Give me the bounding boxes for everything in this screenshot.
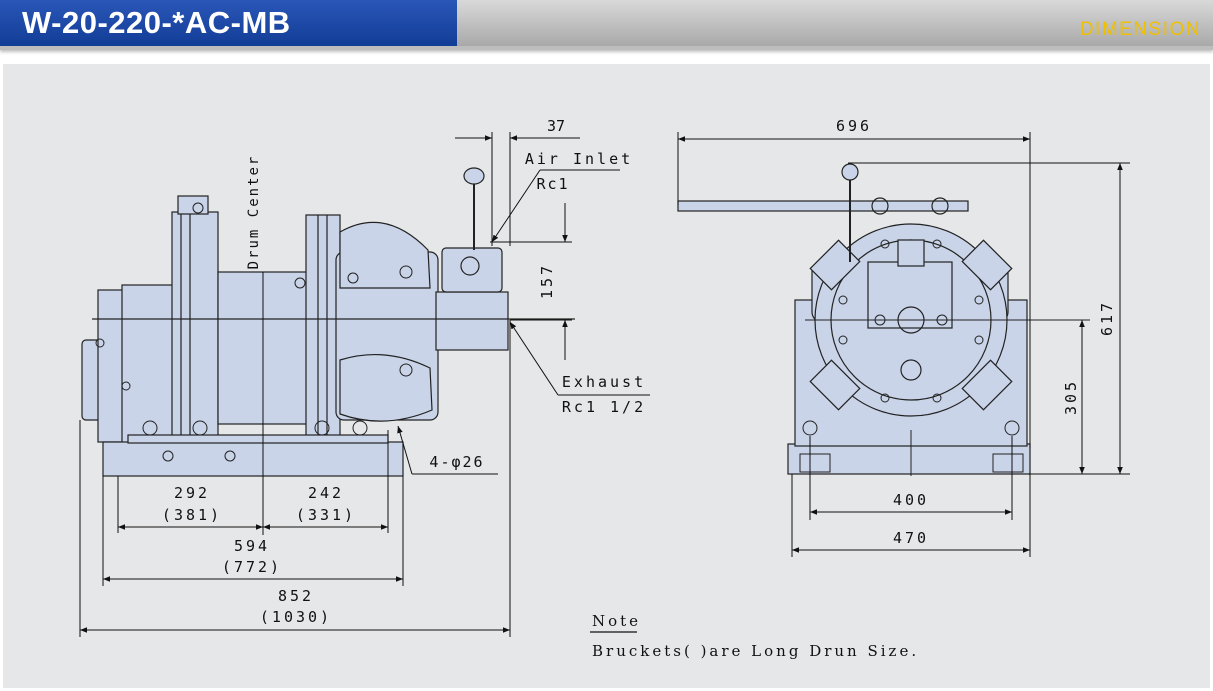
- dim-305: 305: [1062, 379, 1080, 415]
- exhaust-port: Rc1 1/2: [562, 398, 646, 416]
- front-view-dimensions: [677, 132, 1130, 557]
- drum-center-label: Drum Center: [246, 155, 262, 270]
- product-title: W-20-220-*AC-MB: [22, 5, 291, 40]
- dim-37: 37: [547, 117, 565, 135]
- side-view-machine: [81, 167, 575, 477]
- holes-label: 4-φ26: [429, 453, 484, 471]
- air-inlet-label: Air Inlet: [525, 150, 633, 168]
- dim-292: 292: [174, 484, 210, 502]
- front-view-machine: [677, 163, 1090, 476]
- side-view-dimensions: [79, 132, 650, 637]
- dim-292-long: (381): [162, 506, 222, 524]
- dim-242-long: (331): [296, 506, 356, 524]
- dim-594: 594: [234, 537, 270, 555]
- air-inlet-port: Rc1: [536, 175, 569, 193]
- header-right-bar: DIMENSION: [457, 0, 1213, 46]
- dim-157: 157: [538, 263, 556, 299]
- section-label: DIMENSION: [1079, 19, 1201, 40]
- title-block: W-20-220-*AC-MB: [0, 0, 457, 46]
- note-text: Bruckets( )are Long Drun Size.: [592, 642, 919, 660]
- dim-852: 852: [278, 587, 314, 605]
- dim-594-long: (772): [222, 558, 282, 576]
- note-heading: Note: [592, 612, 641, 630]
- note: Note Bruckets( )are Long Drun Size.: [590, 612, 919, 660]
- exhaust-label: Exhaust: [562, 373, 646, 391]
- front-view-labels: 696 617 305 400 470: [836, 117, 1116, 547]
- dim-400: 400: [893, 491, 929, 509]
- dim-852-long: (1030): [260, 608, 332, 626]
- dim-242: 242: [308, 484, 344, 502]
- side-view-labels: Drum Center 37 Air Inlet Rc1 157 Exhaust…: [162, 117, 646, 626]
- dim-470: 470: [893, 529, 929, 547]
- dim-617: 617: [1098, 300, 1116, 336]
- header-bar: W-20-220-*AC-MB DIMENSION: [0, 0, 1213, 50]
- dim-696: 696: [836, 117, 872, 135]
